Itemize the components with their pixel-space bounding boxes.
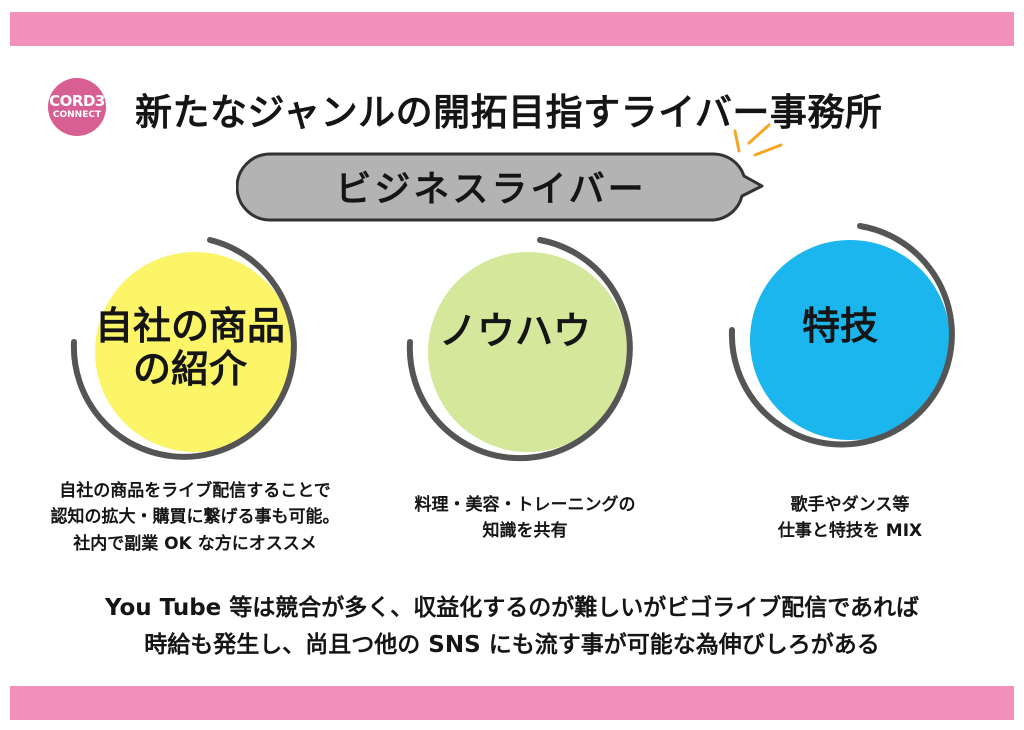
feature-label-skills: 特技: [801, 304, 878, 348]
banner-label: ビジネスライバー: [335, 169, 647, 210]
spark-lines-icon: [733, 123, 783, 157]
top-pink-band: [10, 12, 1014, 46]
arc-decoration: [728, 223, 955, 448]
arc-decoration: [70, 237, 297, 460]
feature-circle-skills: [750, 240, 950, 440]
summary-text: You Tube 等は競合が多く、収益化するのが難しいがビゴライブ配信であれば …: [104, 595, 920, 658]
feature-label-products: 自社の商品 の紹介: [94, 304, 285, 391]
page-title: 新たなジャンルの開拓目指すライバー事務所: [135, 91, 883, 134]
feature-desc-skills: 歌手やダンス等 仕事と特技を MIX: [777, 495, 923, 542]
cord3-connect-logo: CORD3 CONNECT: [48, 78, 106, 136]
bottom-pink-band: [10, 686, 1014, 720]
feature-circle-products: [95, 252, 295, 452]
speech-bubble-banner: [236, 152, 764, 222]
feature-label-knowhow: ノウハウ: [438, 309, 591, 353]
arc-decoration: [406, 237, 633, 462]
feature-circle-knowhow: [428, 252, 628, 452]
feature-desc-products: 自社の商品をライブ配信することで 認知の拡大・購買に繋げる事も可能。 社内で副業…: [50, 481, 340, 554]
feature-desc-knowhow: 料理・美容・トレーニングの 知識を共有: [414, 495, 636, 542]
